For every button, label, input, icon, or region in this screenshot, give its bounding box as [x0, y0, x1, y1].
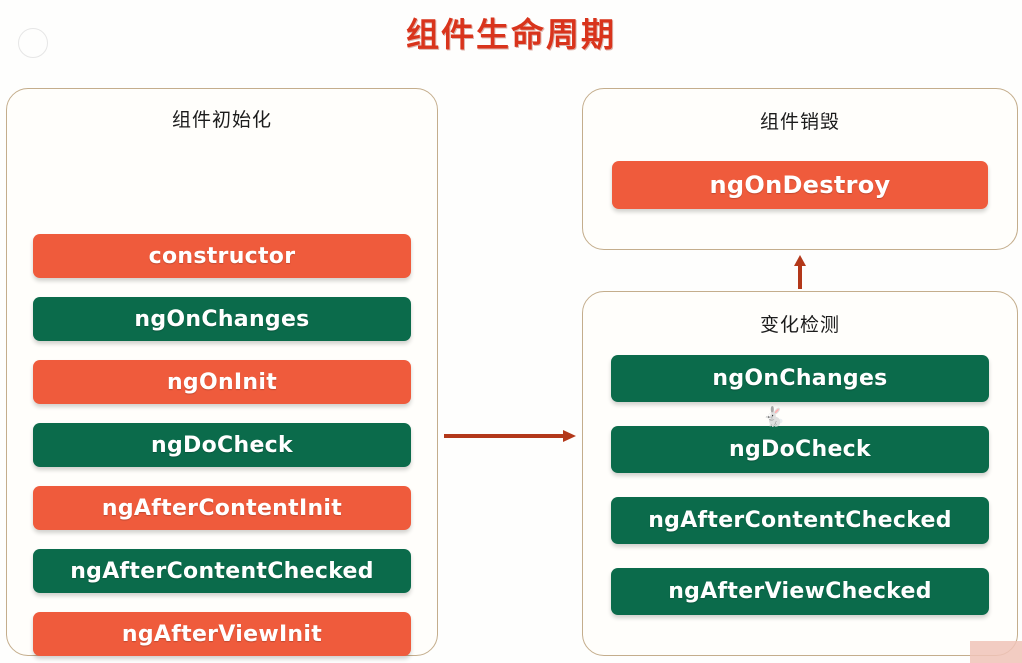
lifecycle-hook-bar[interactable]: ngAfterContentInit: [33, 486, 411, 530]
arrow-right-icon: [444, 430, 576, 442]
panel-component-init: 组件初始化 constructor ngOnChanges ngOnInit ngDo…: [6, 88, 438, 656]
panel-change-detection: 变化检测 ngOnChanges ngDoCheck ngAfterContentC…: [582, 291, 1018, 656]
panel-title-component-init: 组件初始化: [171, 109, 272, 131]
arrow-up-icon: [794, 255, 806, 289]
panel-component-destroy: 组件销毁 ngOnDestroy: [582, 88, 1018, 250]
corner-pink-block: [970, 641, 1022, 663]
lifecycle-hook-bar[interactable]: ngOnInit: [33, 360, 411, 404]
arrow-head: [563, 430, 576, 442]
lifecycle-hook-bar[interactable]: ngOnDestroy: [612, 161, 988, 209]
lifecycle-hook-bar[interactable]: ngDoCheck: [33, 423, 411, 467]
lifecycle-hook-bar[interactable]: ngDoCheck: [611, 426, 989, 473]
arrow-shaft: [444, 434, 564, 438]
bar-list-component-init: constructor ngOnChanges ngOnInit ngDoCheck n…: [7, 234, 437, 663]
bar-list-change-detection: ngOnChanges ngDoCheck ngAfterContentChecke…: [583, 355, 1017, 639]
arrow-shaft: [798, 263, 802, 289]
lifecycle-hook-bar[interactable]: ngAfterContentChecked: [33, 549, 411, 593]
bar-list-component-destroy: ngOnDestroy: [583, 161, 1017, 228]
panel-title-change-detection: 变化检测: [759, 314, 840, 336]
lifecycle-hook-bar[interactable]: ngAfterContentChecked: [611, 497, 989, 544]
lifecycle-hook-bar[interactable]: ngAfterViewChecked: [611, 568, 989, 615]
lifecycle-hook-bar[interactable]: constructor: [33, 234, 411, 278]
panel-title-component-destroy: 组件销毁: [759, 111, 840, 133]
lifecycle-hook-bar[interactable]: ngOnChanges: [33, 297, 411, 341]
arrow-head: [794, 255, 806, 266]
page-title: 组件生命周期: [406, 15, 616, 54]
circle-outline-icon: [18, 28, 48, 58]
lifecycle-hook-bar[interactable]: ngAfterViewInit: [33, 612, 411, 656]
rabbit-cursor-icon: 🐇: [762, 406, 786, 428]
lifecycle-hook-bar[interactable]: ngOnChanges: [611, 355, 989, 402]
